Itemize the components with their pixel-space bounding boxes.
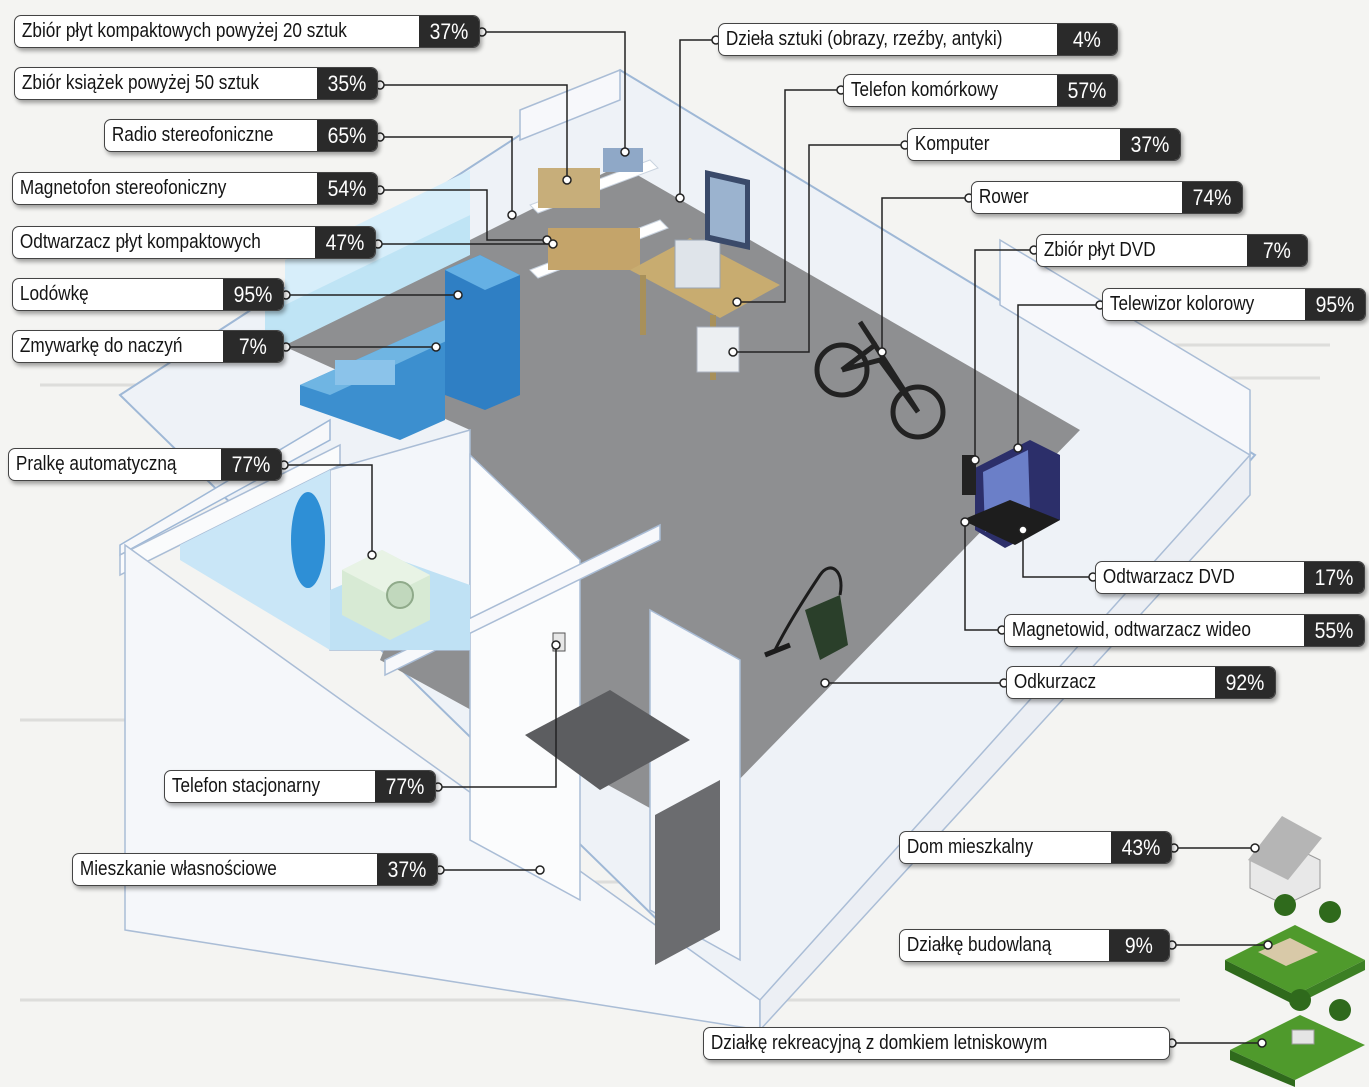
label-computer: Komputer 37% [907, 128, 1181, 161]
door [655, 780, 720, 965]
label-text: Odtwarzacz płyt kompaktowych [19, 231, 261, 253]
label-percent: 7% [223, 331, 283, 362]
label-vacuum: Odkurzacz 92% [1006, 666, 1276, 699]
label-text: Dzieła sztuki (obrazy, rzeźby, antyki) [725, 28, 1003, 50]
label-percent: 43% [1111, 832, 1171, 863]
label-text: Telefon komórkowy [850, 79, 999, 101]
label-percent: 55% [1304, 615, 1364, 646]
label-text: Zbiór płyt DVD [1043, 239, 1156, 261]
label-cd-player: Odtwarzacz płyt kompaktowych 47% [12, 226, 376, 259]
label-dvd-player: Odtwarzacz DVD 17% [1095, 561, 1365, 594]
label-dvd-collection: Zbiór płyt DVD 7% [1036, 234, 1308, 267]
label-recreation-plot: Działkę rekreacyjną z domkiem letniskowy… [703, 1027, 1170, 1060]
house-icon [1248, 816, 1322, 906]
label-percent: 65% [317, 120, 377, 151]
label-percent: 77% [221, 449, 281, 480]
label-text: Magnetofon stereofoniczny [19, 177, 227, 199]
label-bicycle: Rower 74% [971, 181, 1243, 214]
label-text: Zmywarkę do naczyń [19, 335, 183, 357]
vacuum-cleaner [764, 566, 848, 660]
label-text: Zbiór książek powyżej 50 sztuk [21, 72, 259, 94]
bicycle [814, 320, 946, 440]
hallway-floor [525, 690, 690, 790]
label-vcr: Magnetowid, odtwarzacz wideo 55% [1004, 614, 1365, 647]
label-text: Pralkę automatyczną [15, 453, 177, 475]
label-text: Lodówkę [19, 283, 89, 305]
label-percent: 95% [1305, 289, 1365, 320]
label-text: Magnetowid, odtwarzacz wideo [1011, 619, 1251, 641]
label-percent: 95% [223, 279, 283, 310]
recreation-plot-icon [1230, 989, 1365, 1087]
shelves [529, 148, 669, 279]
label-text: Działkę budowlaną [906, 934, 1052, 956]
building-plot-icon [1225, 894, 1365, 1005]
label-text: Zbiór płyt kompaktowych powyżej 20 sztuk [21, 20, 347, 42]
label-percent: 57% [1057, 75, 1117, 106]
label-text: Dom mieszkalny [906, 836, 1034, 858]
label-text: Telewizor kolorowy [1109, 293, 1255, 315]
label-text: Rower [978, 186, 1029, 208]
label-percent: 37% [419, 16, 479, 47]
label-artworks: Dzieła sztuki (obrazy, rzeźby, antyki) 4… [718, 23, 1118, 56]
label-text: Odtwarzacz DVD [1102, 566, 1235, 588]
label-percent: 7% [1247, 235, 1307, 266]
washing-machine [342, 550, 430, 640]
label-percent: 17% [1304, 562, 1364, 593]
label-book-collection: Zbiór książek powyżej 50 sztuk 35% [14, 67, 378, 100]
label-landline-phone: Telefon stacjonarny 77% [164, 770, 436, 803]
label-percent: 47% [315, 227, 375, 258]
label-washing-machine: Pralkę automatyczną 77% [8, 448, 282, 481]
tv-set [962, 440, 1060, 548]
label-text: Działkę rekreacyjną z domkiem letniskowy… [710, 1032, 1048, 1054]
leader-lines [284, 31, 1268, 1044]
label-text: Telefon stacjonarny [171, 775, 321, 797]
label-percent: 77% [375, 771, 435, 802]
kitchen [265, 170, 520, 440]
label-cd-collection: Zbiór płyt kompaktowych powyżej 20 sztuk… [14, 15, 480, 48]
label-tape-recorder: Magnetofon stereofoniczny 54% [12, 172, 378, 205]
label-text: Radio stereofoniczne [111, 124, 274, 146]
label-stereo-radio: Radio stereofoniczne 65% [104, 119, 378, 152]
label-percent: 74% [1182, 182, 1242, 213]
label-percent: 37% [1120, 129, 1180, 160]
label-percent: 37% [377, 854, 437, 885]
label-color-tv: Telewizor kolorowy 95% [1102, 288, 1366, 321]
label-text: Odkurzacz [1013, 671, 1097, 693]
label-building-plot: Działkę budowlaną 9% [899, 929, 1170, 962]
label-percent: 9% [1109, 930, 1169, 961]
label-dishwasher: Zmywarkę do naczyń 7% [12, 330, 284, 363]
painting [705, 170, 750, 250]
label-percent: 54% [317, 173, 377, 204]
label-percent: 92% [1215, 667, 1275, 698]
label-mobile-phone: Telefon komórkowy 57% [843, 74, 1118, 107]
label-house: Dom mieszkalny 43% [899, 831, 1172, 864]
label-percent: 4% [1057, 24, 1117, 55]
label-owned-apartment: Mieszkanie własnościowe 37% [72, 853, 438, 886]
label-fridge: Lodówkę 95% [12, 278, 284, 311]
label-text: Komputer [914, 133, 990, 155]
label-percent: 35% [317, 68, 377, 99]
desk [630, 238, 780, 380]
label-text: Mieszkanie własnościowe [79, 858, 277, 880]
